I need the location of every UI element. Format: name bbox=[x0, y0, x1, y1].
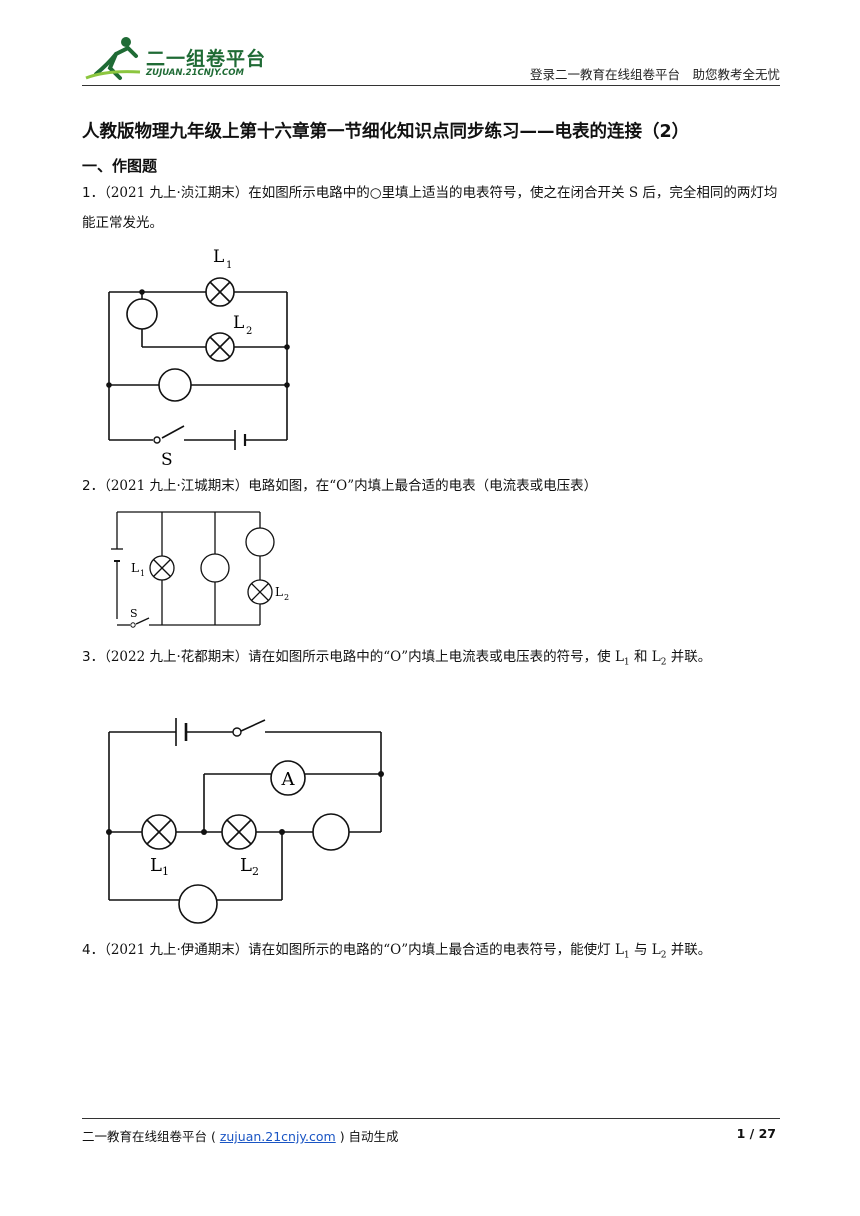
ammeter-label: A bbox=[281, 769, 296, 790]
logo-subtext: ZUJUAN.21CNJY.COM bbox=[146, 68, 244, 78]
label-l1-sub: 1 bbox=[162, 865, 169, 878]
question-4: 4．（2021 九上·伊通期末）请在如图所示的电路的“O”内填上最合适的电表符号… bbox=[82, 935, 780, 971]
lamp-l1-icon bbox=[205, 277, 235, 307]
footer-text: ) 自动生成 bbox=[335, 1129, 399, 1144]
junction-dot bbox=[378, 771, 384, 777]
label-l1-sub: 1 bbox=[226, 260, 232, 271]
lamp-l2-icon bbox=[205, 332, 235, 362]
label-l2-sub: 2 bbox=[246, 326, 252, 337]
footer-site-link[interactable]: zujuan.21cnjy.com bbox=[219, 1129, 336, 1144]
junction-dot bbox=[284, 382, 290, 388]
lamp-l2-icon bbox=[247, 579, 273, 605]
subscript: 1 bbox=[623, 657, 630, 668]
question-2: 2．（2021 九上·江城期末）电路如图，在“O”内填上最合适的电表（电流表或电… bbox=[82, 471, 780, 501]
question-number: 1． bbox=[82, 185, 105, 201]
question-text: （2021 九上·伊通期末）请在如图所示的电路的“O”内填上最合适的电表符号，能… bbox=[104, 942, 624, 958]
meter-blank-circle-2[interactable] bbox=[178, 884, 218, 924]
page-header: 二一组卷平台 ZUJUAN.21CNJY.COM 登录二一教育在线组卷平台 助您… bbox=[82, 34, 780, 86]
label-l1: L bbox=[131, 561, 139, 575]
document-title: 人教版物理九年级上第十六章第一节细化知识点同步练习——电表的连接（2） bbox=[82, 122, 690, 142]
question-number: 2． bbox=[82, 478, 105, 494]
junction-dot bbox=[279, 829, 285, 835]
footer-divider bbox=[82, 1118, 780, 1119]
runner-logo-icon bbox=[85, 37, 141, 80]
question-text: 和 L bbox=[629, 649, 661, 665]
label-switch-s: S bbox=[130, 607, 138, 620]
page-number: 1 / 27 bbox=[736, 1126, 776, 1141]
switch-pivot bbox=[130, 622, 136, 628]
question-1: 1．（2021 九上·浈江期末）在如图所示电路中的○里填上适当的电表符号，使之在… bbox=[82, 178, 780, 238]
label-l1-sub: 1 bbox=[140, 569, 145, 578]
meter-blank-circle-1[interactable] bbox=[200, 553, 230, 583]
footer-source: 二一教育在线组卷平台 ( zujuan.21cnjy.com ) 自动生成 bbox=[82, 1126, 399, 1145]
label-l2: L bbox=[275, 585, 283, 599]
question-text: 并联。 bbox=[666, 942, 712, 958]
label-l1: L bbox=[213, 247, 224, 267]
circuit-figure-1: L 1 L 2 S bbox=[106, 247, 290, 468]
label-l2: L bbox=[233, 313, 244, 333]
question-text: （2022 九上·花都期末）请在如图所示电路中的“O”内填上电流表或电压表的符号… bbox=[104, 649, 624, 665]
section-heading: 一、作图题 bbox=[82, 157, 158, 175]
circuit-figure-3: A L 1 L 2 bbox=[106, 718, 384, 924]
header-divider bbox=[82, 85, 780, 86]
label-switch-s: S bbox=[161, 450, 173, 468]
ammeter-icon: A bbox=[270, 760, 306, 796]
site-logo[interactable]: 二一组卷平台 ZUJUAN.21CNJY.COM bbox=[82, 34, 282, 82]
junction-dot bbox=[106, 382, 112, 388]
subscript: 1 bbox=[623, 950, 630, 961]
question-number: 3． bbox=[82, 649, 105, 665]
label-l2: L bbox=[240, 855, 252, 876]
subscript: 2 bbox=[660, 950, 667, 961]
label-l2-sub: 2 bbox=[284, 593, 289, 602]
junction-dot bbox=[201, 829, 207, 835]
lamp-l1-icon bbox=[149, 555, 175, 581]
question-text: 与 L bbox=[629, 942, 661, 958]
header-slogan-link[interactable]: 登录二一教育在线组卷平台 助您教考全无忧 bbox=[529, 67, 780, 82]
lamp-l1-icon bbox=[141, 814, 177, 850]
circuit-figure-2: L 1 L 2 S bbox=[111, 511, 289, 628]
junction-dot bbox=[284, 344, 290, 350]
question-text: （2021 九上·浈江期末）在如图所示电路中的○里填上适当的电表符号，使之在闭合… bbox=[82, 185, 778, 231]
lamp-l2-icon bbox=[221, 814, 257, 850]
subscript: 2 bbox=[660, 657, 667, 668]
junction-dot bbox=[139, 289, 145, 295]
label-l2-sub: 2 bbox=[252, 865, 259, 878]
meter-blank-circle-1[interactable] bbox=[312, 813, 350, 851]
meter-blank-circle-1[interactable] bbox=[126, 298, 158, 330]
question-text: （2021 九上·江城期末）电路如图，在“O”内填上最合适的电表（电流表或电压表… bbox=[104, 478, 598, 494]
question-number: 4． bbox=[82, 942, 105, 958]
logo-text: 二一组卷平台 bbox=[146, 48, 267, 70]
meter-blank-circle-2[interactable] bbox=[245, 527, 275, 557]
switch-pivot bbox=[232, 727, 242, 737]
meter-blank-circle-2[interactable] bbox=[158, 368, 192, 402]
junction-dot bbox=[106, 829, 112, 835]
switch-pivot bbox=[153, 436, 161, 444]
footer-text: 二一教育在线组卷平台 ( bbox=[82, 1129, 220, 1144]
label-l1: L bbox=[150, 855, 162, 876]
question-text: 并联。 bbox=[666, 649, 712, 665]
question-3: 3．（2022 九上·花都期末）请在如图所示电路中的“O”内填上电流表或电压表的… bbox=[82, 642, 780, 678]
